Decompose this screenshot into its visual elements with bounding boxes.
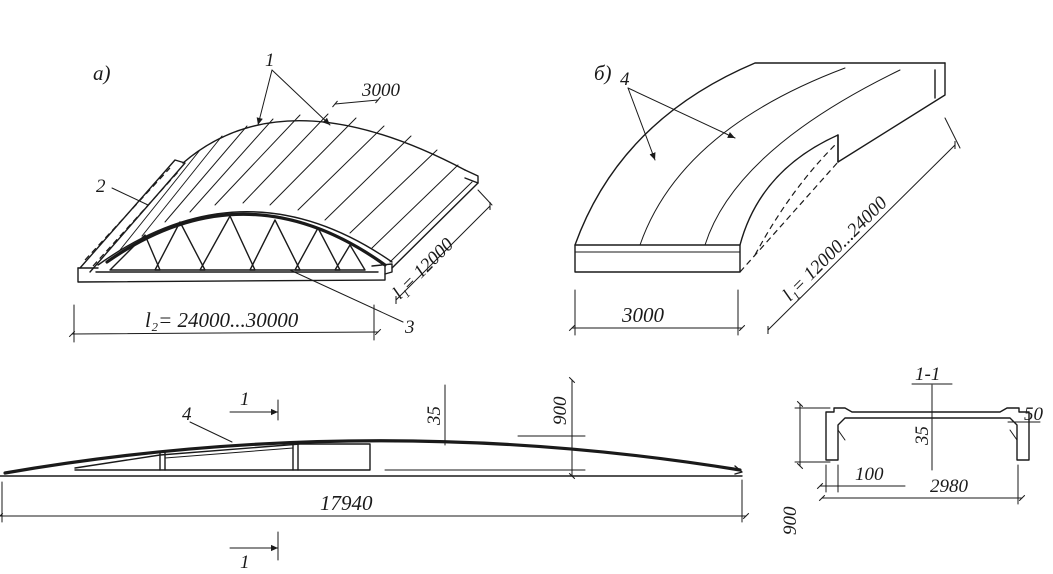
shell-back-edge [574,62,946,246]
dim-sec-width-text: 2980 [930,476,969,497]
label-side-element: 2 [96,176,106,197]
leader-elevation-4 [189,421,233,443]
dim-elev-length-text: 17940 [320,491,373,515]
side-element [79,159,186,273]
leader-4a [627,87,656,161]
leader-1a [256,69,273,126]
dim-b-l1-ext [944,117,961,149]
section-hatch-left [837,429,846,441]
leader-3 [289,269,404,323]
dim-sec-50-text: 50 [1024,404,1044,425]
panel-front-edge [97,211,393,266]
dim-l1-text: l₁= 12000 [389,234,459,304]
dim-elev-900-text: 900 [550,396,571,425]
shell-cut-edge [739,134,839,246]
section-mark-bottom: 1 [240,552,250,573]
dim-b-l1-line [767,141,956,334]
dim-l1-ext [477,189,493,206]
elevation-view: 4 1 1 35 900 17940 [0,376,750,573]
truss-top-chord [105,212,387,267]
shell-front-face [574,244,741,273]
dim-sec-100-text: 100 [855,464,884,485]
label-shell: 4 [620,69,630,90]
elevation-diaphragm [74,443,371,471]
view-b-label: б) [594,61,612,85]
elevation-shell [3,439,742,475]
label-elevation-shell: 4 [182,404,192,425]
dim-l2-line [68,328,382,338]
panel-ribs [119,113,473,263]
panel-end-cap [464,169,479,184]
label-truss: 3 [404,317,415,338]
panel-ridge-curve [182,120,466,171]
view-a: а) [68,50,493,343]
view-b: б) 4 3000 l₁= 12000...24000 [568,61,961,336]
elevation-shell-end [734,465,743,475]
section-hatch-right [1009,429,1018,441]
section-profile [825,407,1030,461]
leader-4b [627,87,736,139]
dim-b-width-text: 3000 [621,303,665,327]
section-view: 1-1 35 50 100 2980 900 [780,364,1044,535]
label-rib-panel: 1 [265,50,275,71]
dim-l2-text: l₂= 24000...30000 [145,308,299,332]
dim-rib-spacing-text: 3000 [361,80,401,101]
dim-rib-spacing [332,96,381,108]
view-a-label: а) [93,61,111,85]
dim-l1-line [395,202,491,304]
leader-2 [111,187,149,206]
dim-sec-900-text: 900 [780,506,801,535]
elevation-chord [164,447,294,459]
section-mark-top: 1 [240,389,250,410]
leader-1b [271,69,331,126]
dim-sec-35-text: 35 [912,426,933,446]
shell-joint-1 [639,67,846,246]
shell-right-end [837,62,946,163]
dim-elev-35-text: 35 [424,406,445,426]
section-title: 1-1 [915,364,940,385]
